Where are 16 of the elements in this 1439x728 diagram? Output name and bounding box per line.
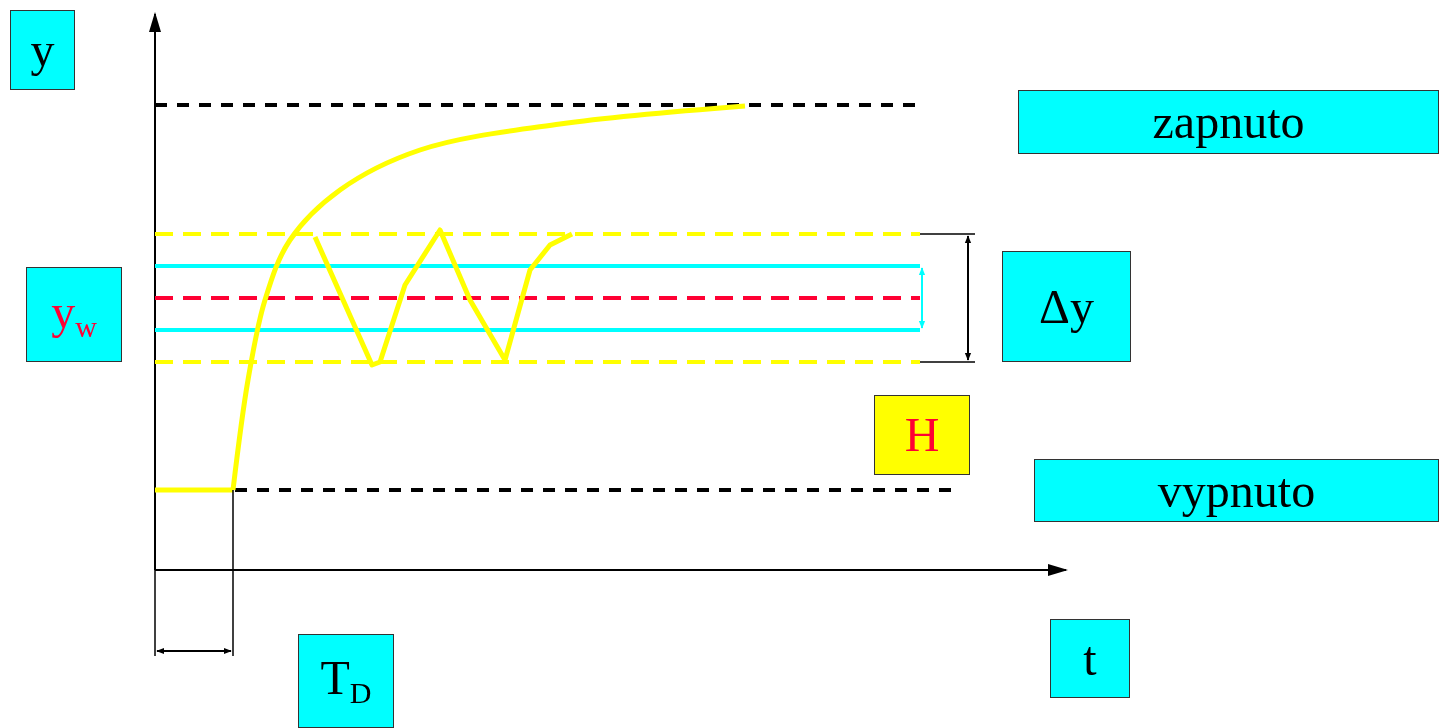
- label-text: T$_{D}$: [320, 654, 372, 708]
- label-text: vypnuto: [1157, 466, 1316, 515]
- hysteresis-label: [874, 395, 970, 475]
- label-text: H: [904, 411, 940, 459]
- label-text: zapnuto: [1152, 98, 1305, 146]
- dimension-label: [298, 634, 394, 728]
- label-text: t: [1083, 634, 1097, 683]
- axis-label: [1050, 619, 1130, 698]
- state-label: [1034, 459, 1439, 522]
- dimension-label: [1002, 251, 1131, 362]
- state-label: [1018, 90, 1439, 154]
- setpoint-label: [26, 267, 122, 362]
- label-text: y: [30, 26, 55, 74]
- label-text: Δy: [1039, 282, 1094, 331]
- axis-label: [10, 10, 75, 90]
- label-text: y$_{w}$: [51, 287, 97, 342]
